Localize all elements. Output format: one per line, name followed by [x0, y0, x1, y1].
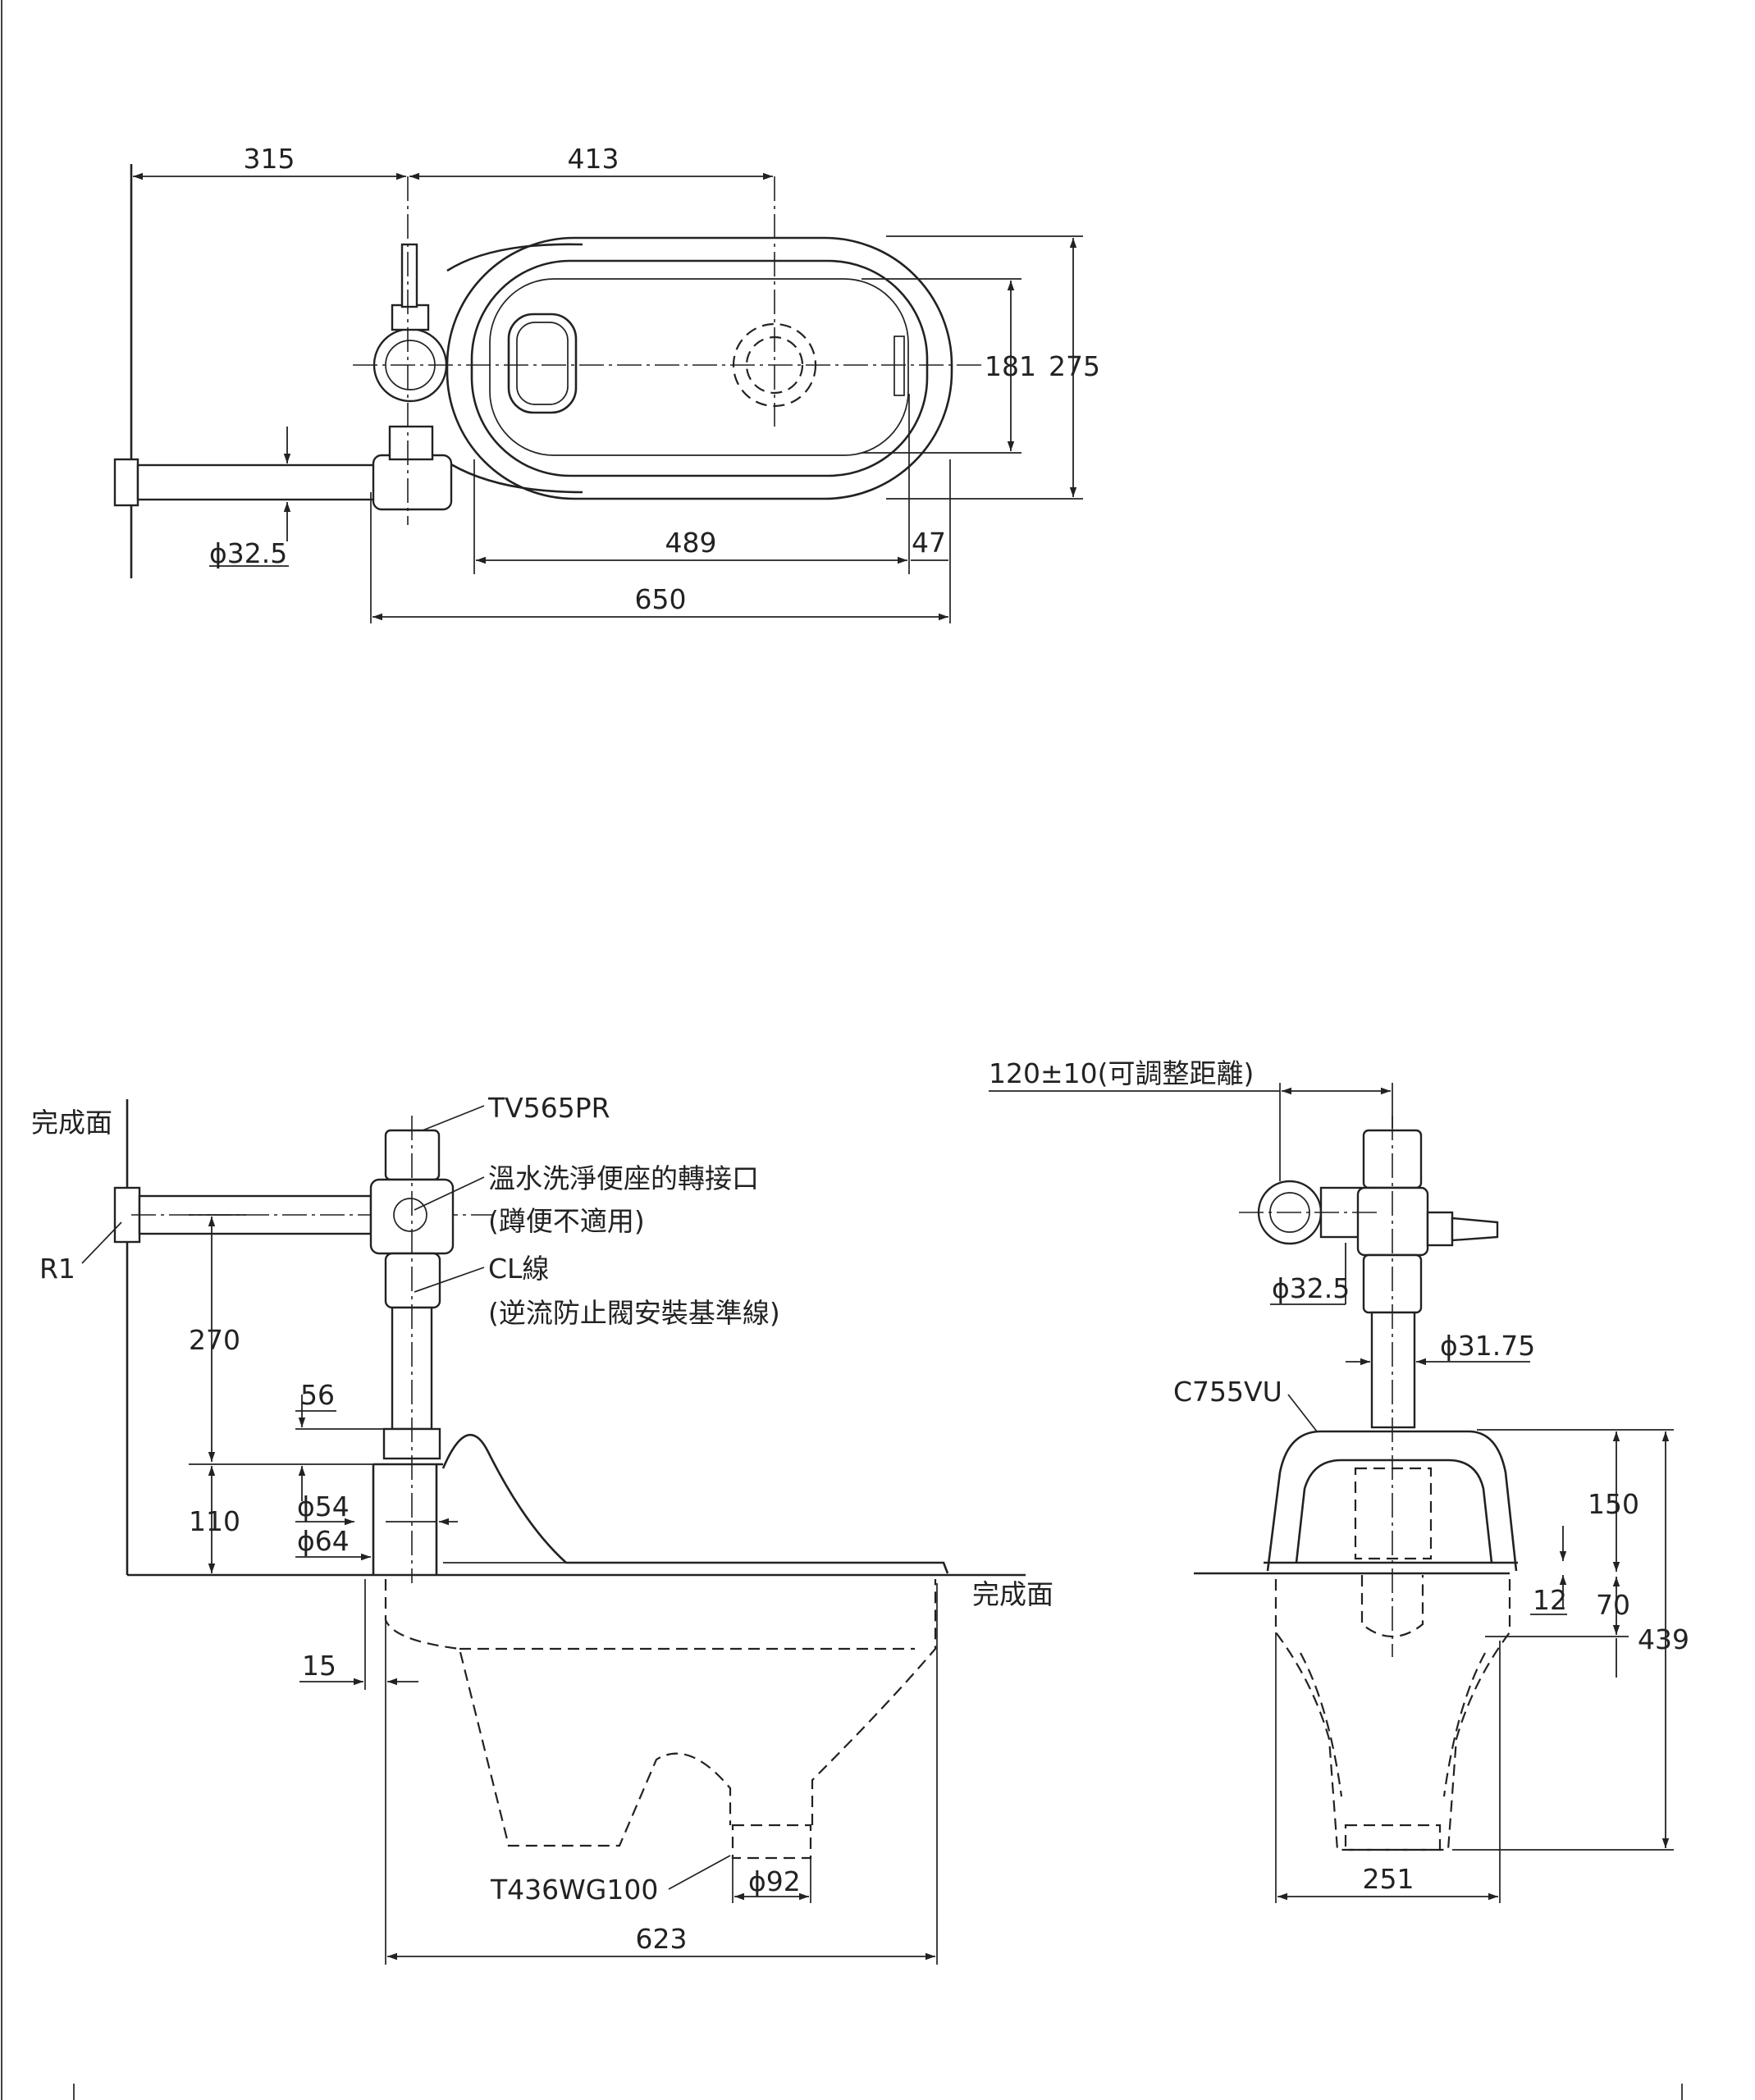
dim-56: 56: [300, 1379, 335, 1411]
leader-adapter: [414, 1176, 485, 1211]
dim-275: 275: [1049, 350, 1100, 382]
dim-489: 489: [665, 527, 717, 559]
leader-r1: [81, 1221, 122, 1264]
leader-bowl-model: [668, 1855, 731, 1890]
dim-47: 47: [912, 527, 946, 559]
front-bowl-hidden-inner: [1300, 1652, 1486, 1797]
dim-150: 150: [1588, 1488, 1639, 1520]
bowl-outline: [446, 236, 953, 500]
front-flush-pipe: [1370, 1311, 1416, 1429]
side-bowl-hidden-outline: [384, 1579, 937, 1847]
dim-110: 110: [189, 1505, 240, 1537]
label-cl-note: (逆流防止閥安裝基準線): [488, 1297, 780, 1329]
front-trap-hidden: [1360, 1575, 1424, 1638]
dim-phi325: ϕ32.5: [209, 537, 287, 569]
dim-15: 15: [302, 1650, 336, 1682]
side-valve-port: [393, 1198, 427, 1232]
side-outlet-hidden: [731, 1824, 812, 1860]
leader-cl-line: [414, 1267, 485, 1293]
flush-handle: [400, 243, 418, 308]
dim-315: 315: [244, 143, 295, 175]
dim-phi54: ϕ54: [297, 1491, 350, 1522]
label-finished-surface-floor: 完成面: [972, 1578, 1053, 1610]
label-valve-model: TV565PR: [487, 1092, 610, 1124]
bowl-flap-bottom: [442, 458, 583, 494]
supply-pipe: [136, 463, 377, 501]
dim-650: 650: [635, 583, 687, 615]
label-finished-surface-wall: 完成面: [31, 1107, 112, 1139]
leader-cover-model: [1287, 1394, 1318, 1432]
label-adapter-note-1: 溫水洗淨便座的轉接口: [488, 1162, 759, 1194]
label-cl-line: CL線: [488, 1253, 549, 1285]
side-view: 完成面 完成面 270 110: [31, 1092, 1053, 1965]
bowl-rim-slot: [893, 336, 905, 396]
front-flush-handle: [1451, 1217, 1499, 1242]
leader-valve-model: [422, 1105, 485, 1131]
wall-flange: [113, 458, 139, 507]
front-handle-hub: [1426, 1211, 1454, 1247]
bowl-inner-outline: [470, 259, 929, 477]
front-hood-inner: [1295, 1459, 1493, 1564]
dim-phi3175: ϕ31.75: [1440, 1330, 1535, 1362]
dim-phi64: ϕ64: [297, 1525, 350, 1557]
front-inner-chamber-hidden: [1354, 1467, 1433, 1560]
front-hood-outer: [1266, 1430, 1518, 1572]
stop-valve: [372, 454, 453, 511]
label-adjust-note: 120±10(可調整距離): [989, 1057, 1254, 1089]
dim-270: 270: [189, 1324, 240, 1356]
bowl-well: [489, 278, 909, 456]
flush-valve-cap: [391, 304, 430, 331]
dim-70: 70: [1596, 1589, 1630, 1621]
dim-413: 413: [568, 143, 619, 175]
side-vacuum-breaker: [384, 1252, 441, 1309]
dim-phi92: ϕ92: [748, 1865, 801, 1897]
dim-front-phi325: ϕ32.5: [1272, 1272, 1350, 1304]
bowl-flap-top: [446, 243, 583, 272]
label-bowl-model: T436WG100: [490, 1874, 658, 1906]
dim-251: 251: [1363, 1863, 1415, 1895]
top-view: 315 413 181 275 489 47 650 ϕ32.5: [113, 143, 1100, 623]
label-cover-model: C755VU: [1173, 1376, 1282, 1408]
label-r1: R1: [39, 1253, 75, 1285]
label-adapter-note-2: (蹲便不適用): [488, 1205, 645, 1237]
dim-623: 623: [636, 1923, 688, 1955]
front-view: 120±10(可調整距離) ϕ32.5 ϕ31.75 C755VU 150 12…: [989, 1057, 1689, 1903]
dim-12: 12: [1533, 1584, 1567, 1616]
dim-181: 181: [985, 350, 1036, 382]
bowl-front-opening-inner: [516, 322, 569, 405]
valve-body-lower: [388, 425, 434, 461]
dim-439: 439: [1638, 1623, 1689, 1655]
side-bowl-hood: [441, 1434, 949, 1574]
bowl-front-opening: [507, 313, 578, 414]
front-outlet-hidden: [1344, 1824, 1442, 1851]
